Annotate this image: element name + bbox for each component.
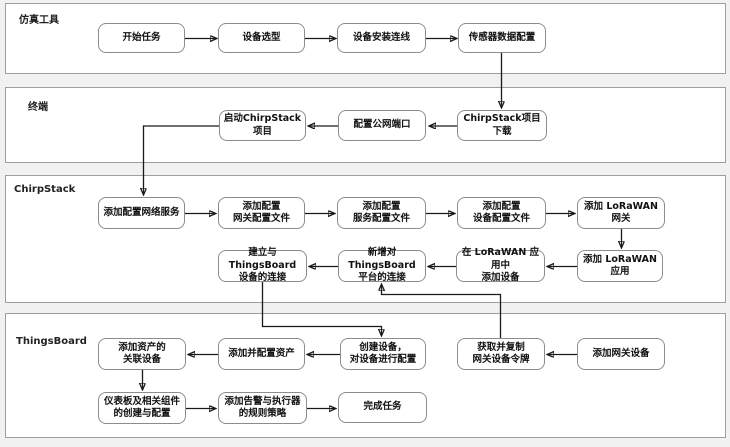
node-device-install-wiring: 设备安装连线 bbox=[337, 23, 426, 53]
lane-label-chirpstack: ChirpStack bbox=[14, 184, 76, 195]
node-establish-tb-device-connection: 建立与ThingsBoard 设备的连接 bbox=[218, 247, 307, 283]
node-complete-task: 完成任务 bbox=[338, 392, 427, 423]
node-get-copy-gateway-token: 获取并复制 网关设备令牌 bbox=[457, 338, 545, 370]
lane-label-terminal: 终端 bbox=[28, 102, 48, 113]
node-add-configure-asset: 添加并配置资产 bbox=[218, 338, 305, 370]
node-add-lorawan-gateway: 添加 LoRaWAN 网关 bbox=[577, 197, 665, 229]
node-create-configure-device: 创建设备， 对设备进行配置 bbox=[340, 338, 426, 370]
node-device-selection: 设备选型 bbox=[218, 23, 305, 53]
lane-label-simulation-tool: 仿真工具 bbox=[19, 15, 59, 26]
node-add-lorawan-app: 添加 LoRaWAN 应用 bbox=[577, 250, 663, 282]
node-add-network-service: 添加配置网络服务 bbox=[98, 197, 185, 229]
lane-label-thingsboard: ThingsBoard bbox=[16, 336, 87, 347]
node-add-gateway-profile: 添加配置 网关配置文件 bbox=[218, 197, 305, 229]
node-add-alarm-actuator-rules: 添加告警与执行器 的规则策略 bbox=[218, 392, 307, 424]
node-add-asset-related-devices: 添加资产的 关联设备 bbox=[98, 338, 186, 370]
node-add-gateway-device: 添加网关设备 bbox=[577, 338, 665, 370]
node-chirpstack-project-download: ChirpStack项目下载 bbox=[457, 110, 547, 141]
node-add-tb-platform-connection: 新增对ThingsBoard 平台的连接 bbox=[338, 247, 426, 283]
node-dashboard-components-creation: 仪表板及相关组件 的创建与配置 bbox=[98, 392, 186, 424]
node-add-service-profile: 添加配置 服务配置文件 bbox=[337, 197, 426, 229]
node-launch-chirpstack-project: 启动ChirpStack项目 bbox=[219, 110, 306, 141]
node-config-public-port: 配置公网端口 bbox=[338, 110, 426, 141]
node-add-device-in-lorawan-app: 在 LoRaWAN 应用中 添加设备 bbox=[456, 247, 545, 283]
node-sensor-data-config: 传感器数据配置 bbox=[458, 23, 546, 53]
node-add-device-profile: 添加配置 设备配置文件 bbox=[457, 197, 546, 229]
node-start-task: 开始任务 bbox=[98, 23, 185, 53]
